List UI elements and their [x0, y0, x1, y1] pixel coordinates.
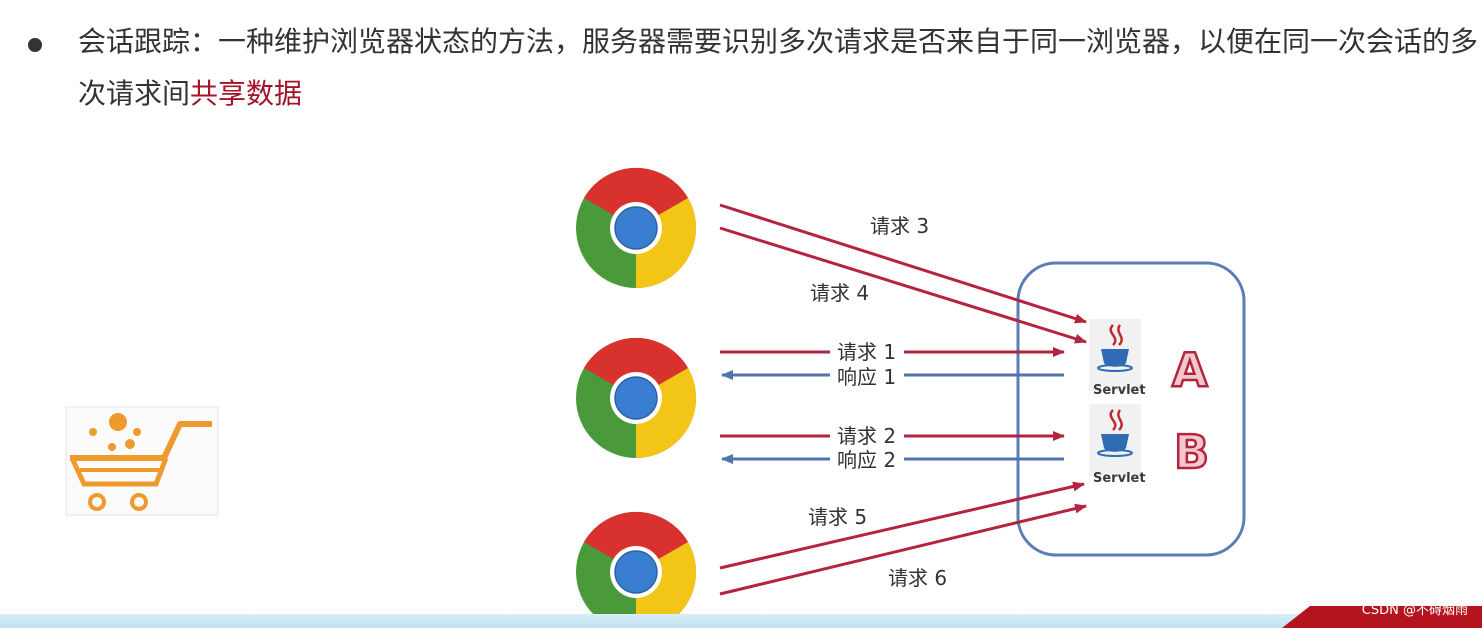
footer-watermark: CSDN @不碍烟雨	[1361, 603, 1468, 618]
footer-bar	[0, 614, 1482, 628]
bullet-dot	[28, 38, 42, 52]
session-b-letter: B	[1174, 425, 1209, 479]
request-2-label: 请求 2	[837, 424, 896, 448]
browser-icon-bottom	[575, 511, 697, 628]
browser-icon-middle	[575, 337, 697, 459]
shopping-cart-icon	[65, 406, 219, 516]
request-6-arrow	[719, 503, 1087, 596]
servlet-b-label: Servlet	[1093, 471, 1146, 486]
server-box	[1016, 261, 1246, 557]
servlet-b: Servlet	[1087, 402, 1146, 486]
footer-brand	[1282, 606, 1482, 628]
session-a-letter: A	[1172, 343, 1208, 397]
response-2-label: 响应 2	[837, 448, 896, 472]
request-4-arrow	[719, 226, 1087, 344]
request-3-arrow	[719, 203, 1087, 324]
response-1-label: 响应 1	[837, 365, 896, 389]
browser-icon-top	[575, 167, 697, 289]
bullet-text-main: 会话跟踪：一种维护浏览器状态的方法，服务器需要识别多次请求是否来自于同一浏览器，…	[78, 25, 1479, 110]
request-4-label: 请求 4	[810, 281, 869, 305]
request-3-label: 请求 3	[870, 214, 929, 238]
bullet-text-highlight: 共享数据	[190, 77, 303, 110]
request-1-label: 请求 1	[837, 340, 896, 364]
request-5-label: 请求 5	[808, 505, 867, 529]
bullet-text: 会话跟踪：一种维护浏览器状态的方法，服务器需要识别多次请求是否来自于同一浏览器，…	[78, 16, 1478, 120]
servlet-a: Servlet	[1087, 317, 1146, 398]
request-6-label: 请求 6	[888, 566, 947, 590]
servlet-a-label: Servlet	[1093, 383, 1146, 398]
request-5-arrow	[719, 481, 1085, 570]
